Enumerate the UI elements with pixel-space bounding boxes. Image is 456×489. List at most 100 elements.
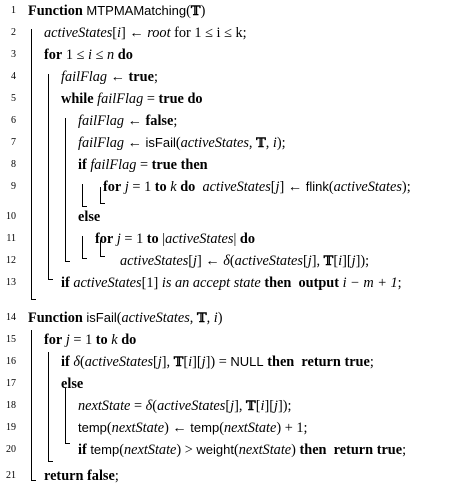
var: failFlag: [90, 157, 137, 173]
symbol-T: 𝕋: [256, 136, 266, 151]
keyword: else: [61, 376, 84, 392]
var: activeStates: [333, 179, 402, 195]
var: j: [230, 398, 235, 414]
symbol-T: 𝕋: [196, 311, 207, 326]
block-line-for-inner-2: [100, 240, 101, 256]
line-code: if failFlag = true then: [78, 154, 208, 176]
line-code: failFlag ← false;: [78, 110, 177, 132]
keyword: do: [187, 91, 203, 107]
keyword: Function: [28, 3, 83, 19]
symbol: >: [184, 442, 193, 458]
var: activeStates: [180, 135, 249, 151]
line-code: else: [78, 206, 100, 228]
block-line-while: [65, 118, 66, 261]
var: i: [188, 354, 193, 370]
var: activeStates: [73, 275, 142, 291]
line-code: Function isFail(activeStates, 𝕋, i): [28, 310, 223, 326]
symbol-T: 𝕋: [246, 399, 256, 414]
punct: ;: [406, 179, 411, 195]
keyword: true: [158, 91, 184, 107]
algo-line-18: 18 nextState = δ(activeStates[j], 𝕋[i][j…: [0, 395, 456, 417]
var: failFlag: [78, 113, 125, 129]
block-line-isfail-else: [65, 388, 66, 443]
algo-line-11: 11 for j = 1 to |activeStates| do: [0, 228, 456, 250]
keyword: then: [180, 157, 208, 173]
function-name: MTPMAMatching: [86, 3, 187, 18]
keyword: true: [376, 442, 403, 458]
line-number: 21: [6, 470, 16, 481]
line-code: failFlag ← isFail(activeStates, 𝕋, i);: [78, 135, 286, 151]
block-line-isfail: [31, 330, 32, 480]
algo-line-17: 17 else: [0, 373, 456, 395]
var: i: [213, 310, 218, 326]
one: 1: [85, 332, 93, 348]
line-number: 6: [11, 115, 16, 126]
var: i: [272, 135, 277, 151]
punct: ;: [397, 275, 402, 291]
line-code: nextState = δ(activeStates[j], 𝕋[i][j]);: [78, 398, 292, 414]
keyword: true: [344, 354, 370, 370]
block-end-for-isfail: [48, 461, 53, 462]
punct: ;: [402, 442, 407, 458]
block-end-mtpma: [31, 299, 36, 300]
function-name: temp: [90, 442, 120, 457]
line-number: 14: [6, 312, 16, 323]
symbol: =: [218, 354, 227, 370]
algo-line-8: 8 if failFlag = true then: [0, 154, 456, 176]
symbol: =: [124, 231, 133, 247]
punct: ;: [153, 69, 158, 85]
keyword: to: [95, 332, 108, 348]
line-number: 17: [6, 378, 16, 389]
line-number: 8: [11, 159, 16, 170]
var: j: [124, 179, 129, 195]
punct: ;: [281, 135, 286, 151]
keyword: for: [95, 231, 114, 247]
var: i: [338, 253, 343, 269]
line-number: 12: [6, 255, 16, 266]
symbol: =: [132, 179, 141, 195]
line-code: while failFlag = true do: [61, 88, 203, 110]
line-number: 19: [6, 422, 16, 433]
block-end-while: [65, 261, 70, 262]
function-name: temp: [190, 420, 220, 435]
line-code: if temp(nextState) > weight(nextState) t…: [78, 442, 407, 458]
keyword: true: [151, 157, 178, 173]
line-code: for 1 ≤ i ≤ n do: [44, 44, 133, 66]
algo-line-21: 21 return false;: [0, 465, 456, 487]
keyword: then: [299, 442, 327, 458]
var: root: [147, 25, 171, 41]
line-number: 7: [11, 137, 16, 148]
line-code: failFlag ← true;: [61, 66, 158, 88]
punct: ;: [369, 354, 374, 370]
punct: ,: [166, 354, 171, 370]
keyword: if: [61, 275, 70, 291]
line-code: Function MTPMAMatching(𝕋): [28, 3, 206, 19]
var: nextState: [78, 398, 131, 414]
symbol: =: [146, 91, 155, 107]
var: j: [65, 332, 70, 348]
assign: ←: [110, 69, 125, 85]
var: j: [116, 231, 121, 247]
symbol: =: [133, 398, 143, 414]
var: nextState: [123, 442, 177, 458]
algo-line-7: 7 failFlag ← isFail(activeStates, 𝕋, i);: [0, 132, 456, 154]
symbol: ≤: [95, 47, 104, 63]
var: activeStates: [234, 253, 303, 269]
line-number: 16: [6, 356, 16, 367]
symbol-T: 𝕋: [323, 254, 334, 269]
line-number: 13: [6, 277, 16, 288]
keyword: do: [117, 47, 133, 63]
line-number: 10: [6, 211, 16, 222]
keyword: return: [44, 468, 84, 484]
punct: ,: [206, 310, 211, 326]
assign: ←: [129, 25, 144, 41]
assign: ←: [127, 135, 142, 151]
function-name: weight: [196, 442, 234, 457]
algo-line-5: 5 while failFlag = true do: [0, 88, 456, 110]
one: 1: [144, 179, 152, 195]
var: k: [170, 179, 177, 195]
keyword: false: [87, 468, 115, 484]
punct: ,: [265, 135, 270, 151]
punct: ,: [189, 310, 194, 326]
keyword: then: [264, 275, 292, 291]
